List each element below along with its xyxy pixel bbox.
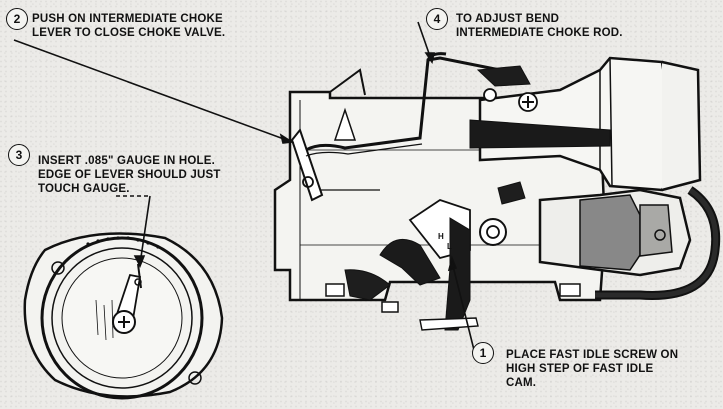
- callout-4-text: TO ADJUST BEND INTERMEDIATE CHOKE ROD.: [456, 13, 623, 39]
- callout-1-number: 1: [472, 342, 494, 364]
- carburetor-body: [273, 52, 721, 331]
- callout-2-number: 2: [6, 8, 28, 30]
- cam-letter-high: H: [438, 232, 444, 241]
- choke-housing: [23, 232, 224, 400]
- callout-4-number: 4: [426, 8, 448, 30]
- cam-letter-low: L: [447, 242, 452, 251]
- leader-lines: [13, 21, 475, 351]
- callout-3-number: 3: [8, 144, 30, 166]
- callout-1-text: PLACE FAST IDLE SCREW ON HIGH STEP OF FA…: [506, 349, 679, 389]
- callout-3-text: INSERT .085" GAUGE IN HOLE. EDGE OF LEVE…: [38, 155, 221, 195]
- callout-2-text: PUSH ON INTERMEDIATE CHOKE LEVER TO CLOS…: [32, 13, 226, 39]
